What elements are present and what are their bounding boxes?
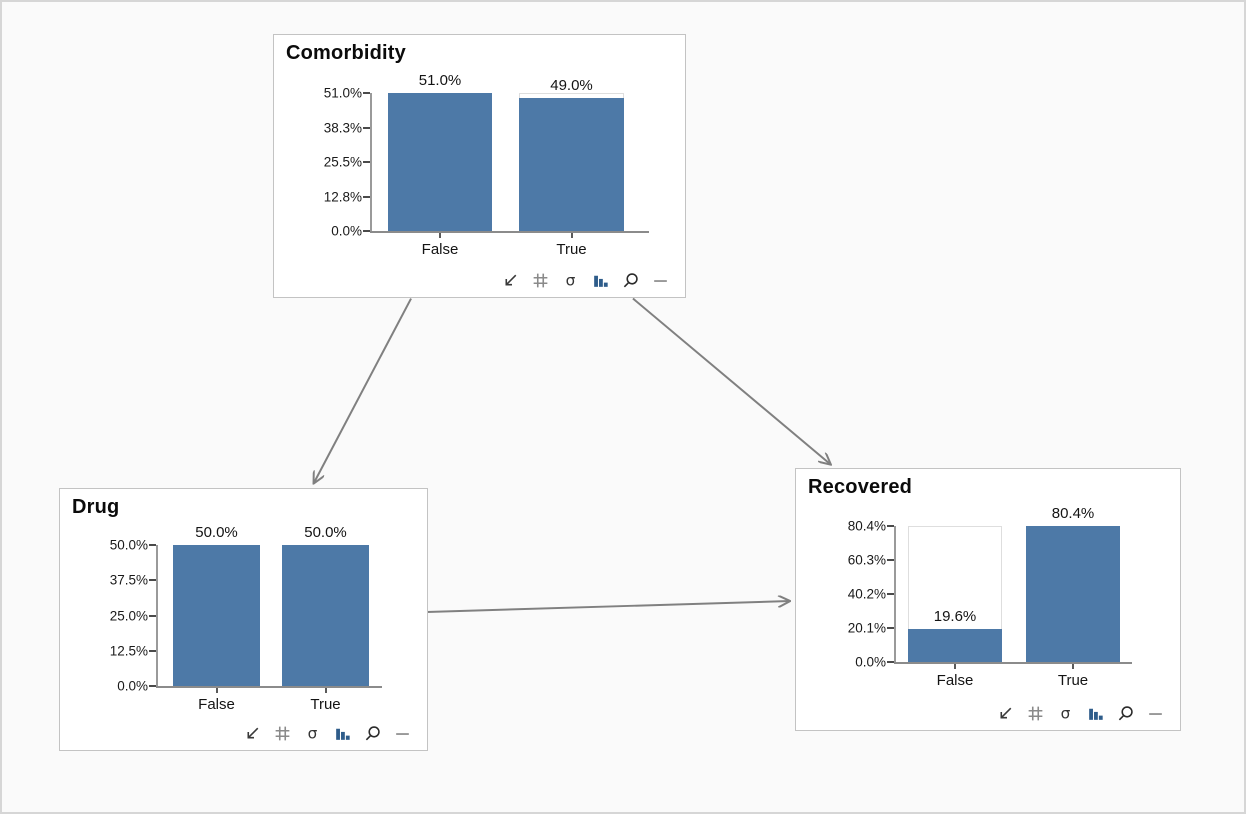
bar-chart-icon[interactable] (1086, 704, 1105, 723)
y-tick-label: 0.0% (117, 678, 148, 694)
x-tick-mark (954, 664, 956, 669)
probability-chart: 80.4% 60.3% 40.2% 20.1% 0.0% 19.6% False 80.4% T… (796, 469, 1180, 730)
y-tick-mark (363, 230, 370, 232)
bar-true[interactable] (282, 545, 369, 686)
zoom-icon[interactable] (621, 271, 640, 290)
bar-value-label: 50.0% (195, 524, 238, 541)
grid-icon[interactable] (1026, 704, 1045, 723)
minimize-icon[interactable] (393, 724, 412, 743)
y-tick-label: 12.5% (109, 643, 148, 659)
zoom-icon[interactable] (363, 724, 382, 743)
node-toolbar: σ (501, 271, 670, 290)
category-label-false: False (421, 241, 459, 258)
category-label-true: True (556, 241, 587, 258)
x-axis-line (156, 686, 382, 688)
x-tick-mark (1072, 664, 1074, 669)
bar-value-label: 80.4% (1051, 505, 1095, 522)
y-tick-label: 37.5% (109, 572, 148, 588)
grid-icon[interactable] (531, 271, 550, 290)
x-tick-mark (570, 233, 573, 238)
sigma-icon[interactable]: σ (303, 724, 322, 743)
edge-drug-recovered (426, 601, 790, 613)
y-tick-mark (149, 649, 156, 652)
probability-chart: 50.0% 37.5% 25.0% 12.5% 0.0% 50.0% False 50.0% T… (60, 489, 427, 750)
y-tick-mark (887, 661, 894, 663)
bar-false[interactable] (908, 629, 1002, 662)
bar-false[interactable] (173, 545, 260, 686)
y-tick-mark (887, 627, 894, 629)
node-toolbar: σ (243, 724, 412, 743)
sigma-icon[interactable]: σ (561, 271, 580, 290)
y-axis-line (156, 545, 158, 686)
x-axis-line (370, 231, 649, 233)
y-tick-mark (363, 195, 370, 198)
sigma-icon[interactable]: σ (1056, 704, 1075, 723)
y-tick-mark (363, 92, 370, 94)
svg-text:σ: σ (566, 271, 576, 289)
y-tick-mark (363, 161, 370, 163)
node-title: Drug (72, 496, 120, 518)
bar-true[interactable] (1026, 526, 1120, 662)
y-tick-mark (887, 525, 894, 527)
x-axis-line (894, 662, 1132, 664)
grid-icon[interactable] (273, 724, 292, 743)
node-toolbar: σ (996, 704, 1165, 723)
category-label-true: True (1057, 672, 1089, 689)
bar-value-label: 49.0% (550, 77, 593, 94)
minimize-icon[interactable] (651, 271, 670, 290)
zoom-icon[interactable] (1116, 704, 1135, 723)
minimize-icon[interactable] (1146, 704, 1165, 723)
y-tick-mark (149, 544, 156, 546)
category-label-true: True (310, 696, 341, 713)
y-tick-label: 20.1% (847, 620, 886, 636)
bar-value-label: 50.0% (304, 524, 347, 541)
bar-value-label: 19.6% (933, 608, 977, 625)
y-tick-mark (149, 685, 156, 687)
bar-true[interactable] (519, 98, 624, 231)
bar-chart-icon[interactable] (591, 271, 610, 290)
y-tick-label: 60.3% (847, 552, 886, 568)
edge-comorbidity-drug (314, 298, 412, 484)
y-axis-line (894, 526, 896, 662)
y-tick-label: 38.3% (323, 120, 362, 135)
y-tick-label: 0.0% (855, 654, 886, 670)
y-tick-mark (149, 579, 156, 582)
category-label-false: False (198, 696, 235, 713)
y-tick-mark (887, 593, 894, 595)
shrink-icon[interactable] (243, 724, 262, 743)
bar-false[interactable] (388, 93, 492, 231)
y-tick-label: 50.0% (109, 537, 148, 553)
svg-text:σ: σ (308, 724, 318, 742)
shrink-icon[interactable] (996, 704, 1015, 723)
shrink-icon[interactable] (501, 271, 520, 290)
x-tick-mark (439, 233, 441, 238)
probability-chart: 51.0% 38.3% 25.5% 12.8% 0.0% 51.0% False 49.0% T… (274, 35, 685, 297)
y-tick-label: 40.2% (847, 586, 886, 602)
y-tick-label: 51.0% (323, 85, 362, 101)
y-tick-mark (363, 126, 370, 129)
y-tick-label: 0.0% (331, 223, 362, 239)
category-label-false: False (936, 672, 974, 689)
node-recovered[interactable]: Recovered 80.4% 60.3% 40.2% 20.1% 0.0% 19.6% F… (795, 468, 1181, 731)
y-tick-mark (887, 559, 894, 561)
y-axis-line (370, 93, 372, 231)
bar-value-label: 51.0% (418, 72, 462, 89)
y-tick-label: 25.0% (109, 608, 148, 623)
svg-text:σ: σ (1061, 704, 1071, 722)
node-comorbidity[interactable]: Comorbidity 51.0%38.3%25.5%12.8%0.0%51.0… (273, 34, 686, 298)
node-title: Comorbidity (286, 42, 406, 64)
y-tick-label: 12.8% (323, 189, 362, 204)
node-title: Recovered (808, 476, 913, 498)
bar-chart-icon[interactable] (333, 724, 352, 743)
y-tick-label: 80.4% (847, 518, 886, 534)
x-tick-mark (324, 688, 327, 693)
edge-comorbidity-recovered (632, 297, 831, 465)
y-tick-mark (149, 614, 156, 617)
x-tick-mark (215, 688, 218, 693)
y-tick-label: 25.5% (323, 154, 362, 170)
